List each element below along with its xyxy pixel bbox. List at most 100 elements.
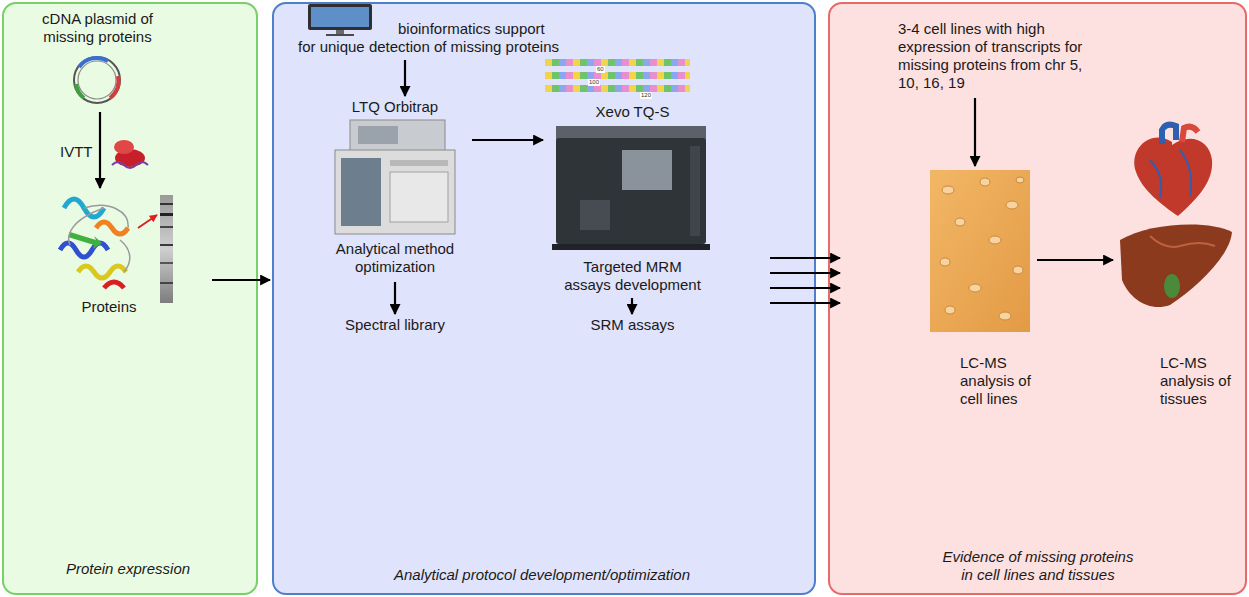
protein-structure-part xyxy=(60,243,108,257)
step-group: bioinformatics support for unique detect… xyxy=(298,20,568,58)
cell-culture-image-part xyxy=(942,186,954,194)
gel-lane xyxy=(138,195,173,303)
text-slot: Protein expression xyxy=(2,560,254,578)
cell-culture-image-part xyxy=(969,284,981,292)
text-slot: SRM assays xyxy=(575,316,690,334)
orbitrap-instrument xyxy=(335,120,455,234)
text-slot: Spectral library xyxy=(330,316,460,334)
orbitrap-instrument-part xyxy=(335,150,455,234)
cell-culture-image-part xyxy=(1006,201,1018,209)
step-label: LC-MS analysis of cell lines xyxy=(960,354,1040,408)
xevo-instrument-part xyxy=(556,126,706,140)
step-label: cDNA plasmid of missing proteins xyxy=(20,10,175,46)
cell-culture-image-part xyxy=(999,312,1011,320)
cell-culture-image-part xyxy=(989,236,1001,244)
step-group: Spectral library xyxy=(330,316,460,336)
protein-structure-part xyxy=(69,205,130,272)
arrow-connector xyxy=(974,98,976,166)
arrow-connector xyxy=(394,282,396,314)
text-slot: IVTT xyxy=(58,143,95,161)
panel-caption: Evidence of missing proteins in cell lin… xyxy=(938,548,1138,584)
xevo-instrument xyxy=(552,126,710,250)
panel-caption: Protein expression xyxy=(2,560,254,578)
plasmid-illustration-part xyxy=(76,84,84,98)
xevo-instrument-part xyxy=(690,146,700,236)
protein-structure-part xyxy=(104,282,124,288)
sequence-alignment-part xyxy=(545,59,690,66)
gel-lane-part xyxy=(160,226,173,228)
gel-lane-part xyxy=(160,213,173,216)
protein-structure-part xyxy=(78,266,126,278)
computer-icon-part xyxy=(336,30,344,34)
gel-lane-part xyxy=(160,203,173,205)
liver-illustration-part xyxy=(1150,236,1215,247)
step-label: Spectral library xyxy=(330,316,460,334)
step-group: SRM assays xyxy=(575,316,690,336)
arrow-connector xyxy=(770,287,840,289)
arrow-connector xyxy=(770,257,840,259)
step-group: 3-4 cell lines with high expression of t… xyxy=(898,20,1098,96)
plasmid-illustration-part xyxy=(74,57,120,103)
computer-icon-part xyxy=(308,4,372,30)
edge-label: IVTT xyxy=(58,143,95,161)
text-slot: LC-MS analysis of cell lines xyxy=(960,354,1040,408)
text-slot: Xevo TQ-S xyxy=(545,103,720,121)
text-slot: Proteins xyxy=(64,298,154,316)
step-label: LTQ Orbitrap xyxy=(320,98,470,116)
ribosome-illustration-part xyxy=(112,162,148,168)
arrow-connector xyxy=(212,279,270,281)
arrow-connector xyxy=(770,302,840,304)
gel-lane-part xyxy=(160,244,173,246)
computer-icon-part xyxy=(311,7,369,27)
orbitrap-instrument-part xyxy=(341,158,381,226)
computer-icon xyxy=(308,4,372,36)
text-slot: LC-MS analysis of tissues xyxy=(1160,354,1238,408)
step-label: SRM assays xyxy=(575,316,690,334)
step-label: bioinformatics support for unique detect… xyxy=(298,20,566,56)
arrow-connector xyxy=(472,139,543,141)
text-slot: 3-4 cell lines with high expression of t… xyxy=(898,20,1093,92)
arrow-connector xyxy=(770,272,840,274)
gel-lane-part xyxy=(160,262,173,264)
cell-culture-image-part xyxy=(955,218,965,226)
protein-structure xyxy=(60,199,130,288)
heart-illustration xyxy=(1134,125,1212,216)
panel-caption: Analytical protocol development/optimiza… xyxy=(272,566,812,584)
sequence-alignment-part xyxy=(545,85,690,92)
xevo-instrument-part xyxy=(622,150,672,190)
protein-structure-part xyxy=(68,232,102,249)
cell-culture-image-part xyxy=(945,306,955,314)
xevo-instrument-part xyxy=(552,244,710,250)
arrow-connector xyxy=(631,298,633,314)
xevo-instrument-part xyxy=(556,138,706,244)
text-slot: cDNA plasmid of missing proteins xyxy=(20,10,175,46)
gel-lane-part xyxy=(160,195,173,303)
text-slot: Analytical method optimization xyxy=(320,240,470,276)
orbitrap-instrument-part xyxy=(390,172,448,222)
liver-illustration xyxy=(1120,224,1232,307)
plasmid-illustration xyxy=(74,57,120,103)
text-slot: 60 xyxy=(596,66,605,73)
sequence-alignment xyxy=(545,59,690,92)
computer-icon-part xyxy=(326,34,354,36)
heart-illustration-part xyxy=(1162,125,1176,144)
stage-panel: Protein expression cDNA plasmid of missin… xyxy=(2,2,258,595)
sequence-alignment-part xyxy=(545,72,690,79)
cell-culture-image-part xyxy=(940,258,950,266)
gel-lane-part xyxy=(160,282,173,284)
position-number: 60 xyxy=(596,66,605,73)
arrow-connector xyxy=(1037,259,1113,261)
heart-illustration-part xyxy=(1182,127,1198,142)
step-label: Targeted MRM assays development xyxy=(561,258,704,294)
plasmid-illustration-part xyxy=(110,76,119,98)
cell-culture-image-part xyxy=(1013,266,1023,274)
text-slot: Analytical protocol development/optimiza… xyxy=(272,566,812,584)
step-label: 3-4 cell lines with high expression of t… xyxy=(898,20,1093,92)
plasmid-illustration-part xyxy=(78,61,116,99)
text-slot: Targeted MRM assays development xyxy=(561,258,704,294)
position-number: 100 xyxy=(588,79,600,86)
cell-culture-image-part xyxy=(980,178,990,186)
